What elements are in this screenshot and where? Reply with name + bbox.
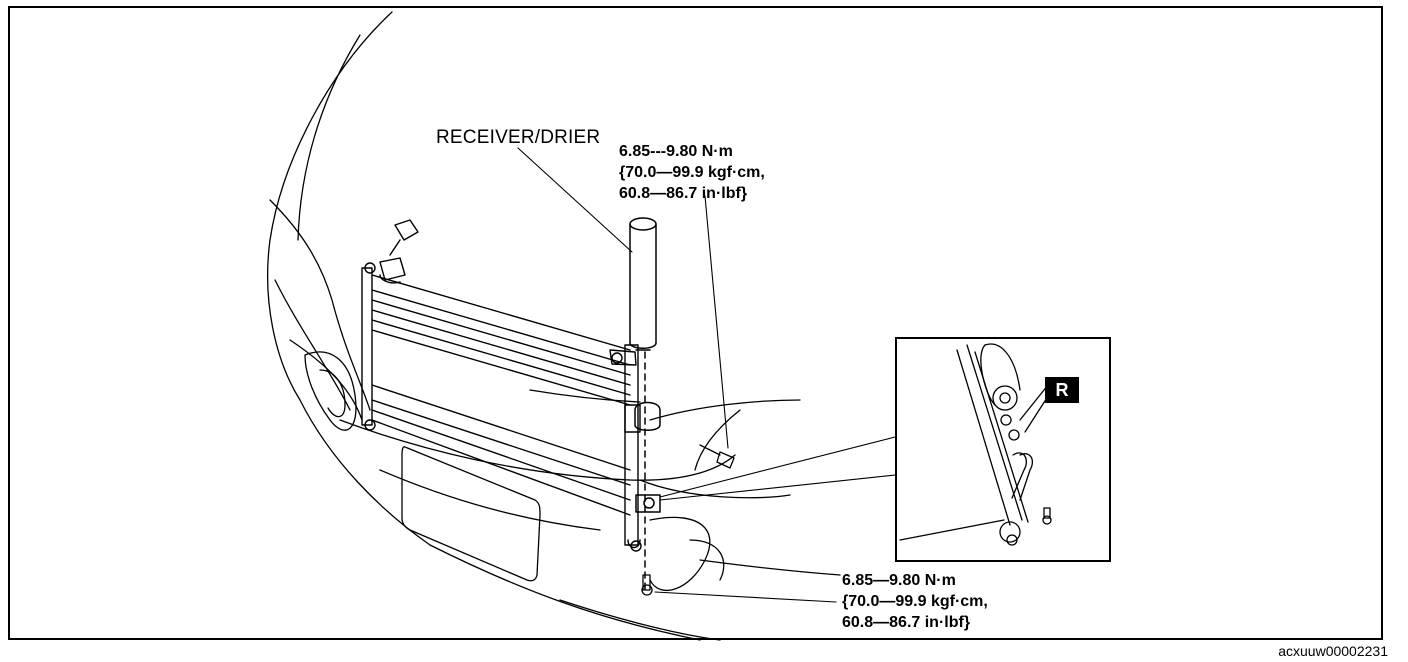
torque-spec-bottom: 6.85—9.80 N·m {70.0—99.9 kgf·cm, 60.8—86… [842,570,988,633]
car-body-outline [267,11,841,641]
license-plate [401,446,541,582]
receiver-drier-label: RECEIVER/DRIER [436,127,601,148]
leader-lines [517,147,896,603]
torque-top-line-3: 60.8—86.7 in·lbf} [619,185,748,202]
replace-badge: R [1045,377,1079,403]
figure-code: acxuuw00002231 [1278,643,1388,659]
torque-bottom-line-3: 60.8—86.7 in·lbf} [842,614,971,631]
torque-spec-top: 6.85---9.80 N·m {70.0—99.9 kgf·cm, 60.8—… [619,141,765,204]
detail-inset-box [895,337,1111,562]
receiver-drier-cylinder [629,217,661,591]
condenser [361,219,642,552]
torque-top-line-2: {70.0—99.9 kgf·cm, [619,164,765,181]
torque-top-line-1: 6.85---9.80 N·m [619,143,733,160]
bolts [641,444,735,596]
torque-bottom-line-2: {70.0—99.9 kgf·cm, [842,593,988,610]
torque-bottom-line-1: 6.85—9.80 N·m [842,572,956,589]
